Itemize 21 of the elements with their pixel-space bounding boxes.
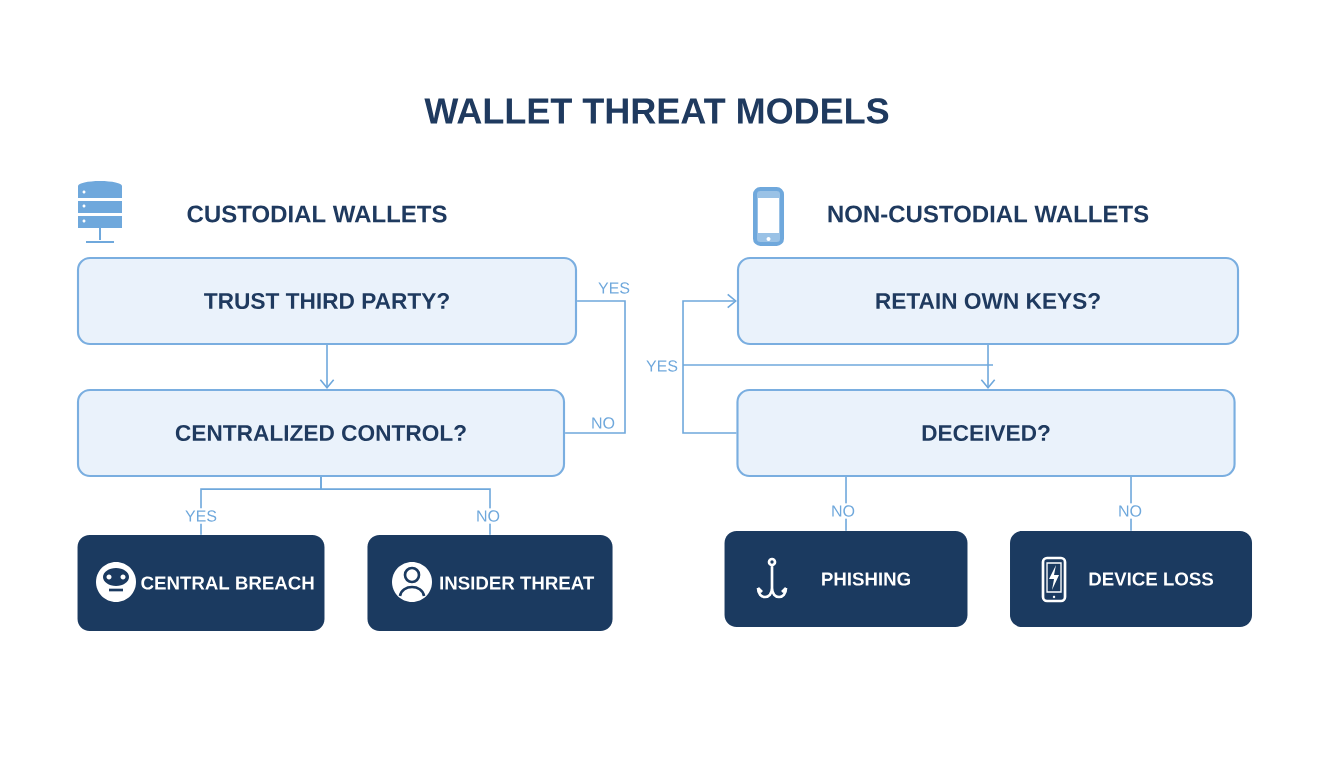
section-heading: CUSTODIAL WALLETS — [185, 204, 449, 224]
outcome-box: DEVICE LOSS — [1010, 531, 1252, 627]
arrow — [319, 344, 335, 389]
branch-label: NO — [589, 416, 617, 430]
decision-box: TRUST THIRD PARTY? — [76, 256, 578, 346]
edge-label: YES — [644, 358, 680, 374]
edge-label: YES — [183, 508, 219, 524]
arrow — [682, 293, 738, 434]
edge-label: NO — [474, 508, 502, 524]
edge-label: NO — [1116, 503, 1144, 519]
outcome-box: PHISHING — [724, 531, 968, 627]
decision-box: RETAIN OWN KEYS? — [736, 256, 1240, 346]
edge-label: NO — [829, 503, 857, 519]
title: WALLET THREAT MODELS — [424, 98, 889, 124]
outcome-box: CENTRAL BREACH — [77, 535, 325, 631]
outcome-box: INSIDER THREAT — [367, 535, 613, 631]
edge-label: YES — [596, 280, 632, 296]
decision-box: DECEIVED? — [736, 388, 1236, 478]
arrow — [980, 344, 996, 389]
section-heading: NON-CUSTODIAL WALLETS — [825, 204, 1151, 224]
decision-box: CENTRALIZED CONTROL? — [76, 388, 566, 478]
